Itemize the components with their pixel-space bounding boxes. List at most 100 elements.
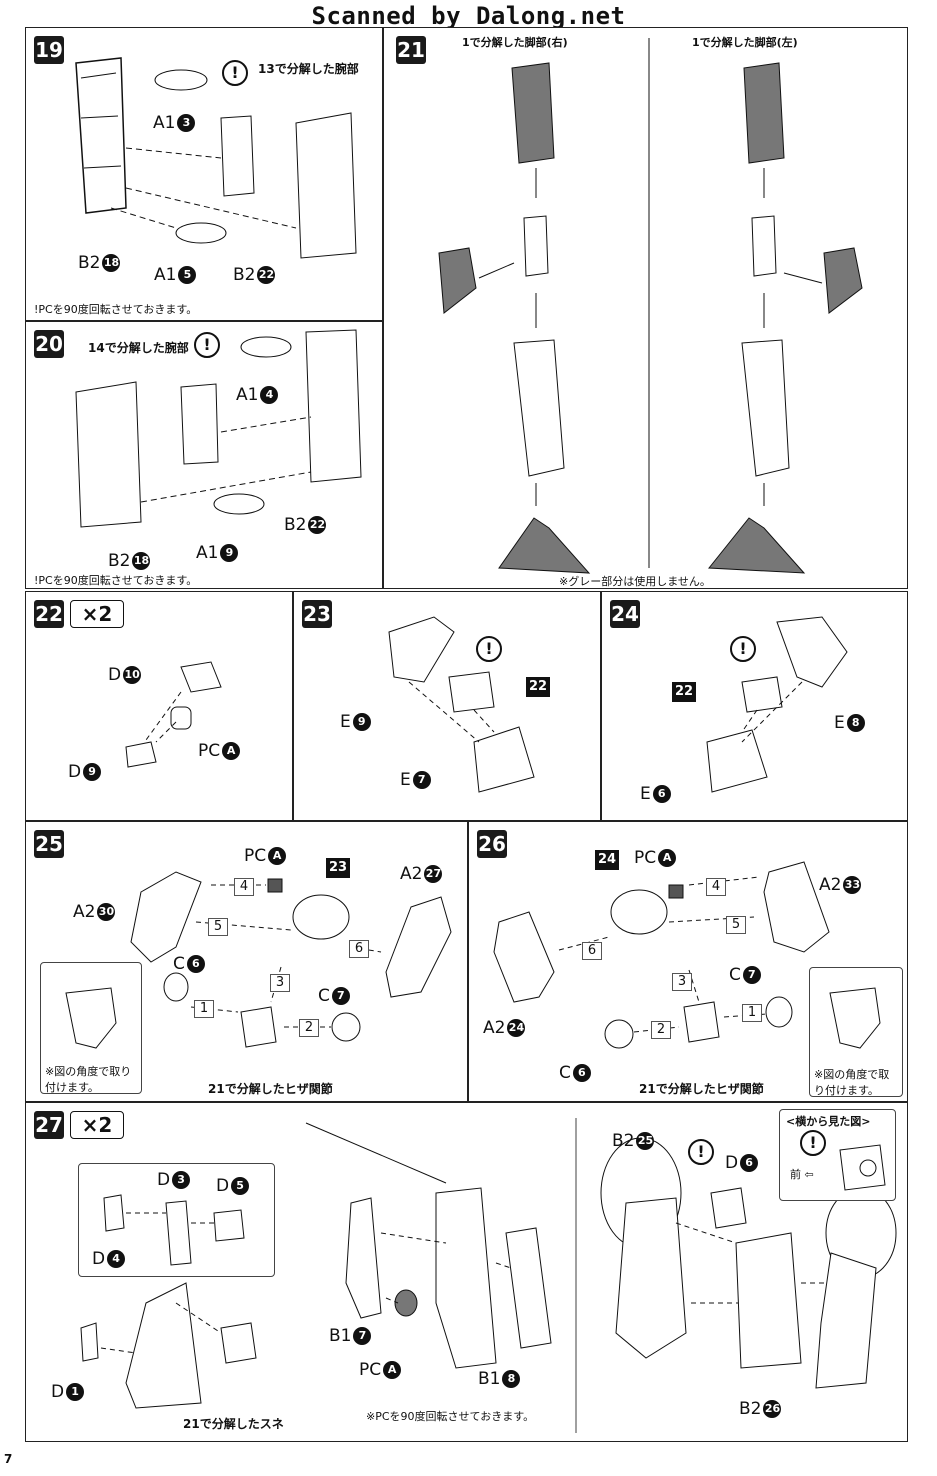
step-27-note: ※PCを90度回転させておきます。 (366, 1410, 535, 1423)
step-number: 25 (34, 830, 64, 858)
callout-text: 13で分解した腕部 (258, 62, 359, 76)
sequence-4: 4 (234, 878, 254, 896)
step-number: 26 (477, 830, 507, 858)
sequence-5: 5 (208, 918, 228, 936)
sequence-4: 4 (706, 878, 726, 896)
angle-detail-box: ※図の角度で取り付けます。 (809, 967, 903, 1097)
angle-detail-box: ※図の角度で取り付けます。 (40, 962, 142, 1094)
caution-icon: ! (222, 60, 248, 86)
step-19-illustration (75, 57, 357, 259)
sequence-1: 1 (742, 1004, 762, 1022)
right-leg-caption: 1で分解した脚部(左) (692, 36, 798, 49)
step-number: 20 (34, 330, 64, 358)
sequence-2: 2 (651, 1021, 671, 1039)
scanner-watermark: Scanned by Dalong.net (311, 2, 626, 30)
step-number: 27 (34, 1111, 64, 1139)
sequence-3: 3 (270, 974, 290, 992)
subassembly-tag: 22 (526, 677, 551, 697)
step-27-illustration (80, 1118, 897, 1433)
left-leg-caption: 1で分解した脚部(右) (462, 36, 568, 49)
sequence-1: 1 (194, 1000, 214, 1018)
step-21-illustration (438, 38, 863, 574)
sequence-2: 2 (299, 1019, 319, 1037)
sequence-3: 3 (672, 973, 692, 991)
step-21-note: ※グレー部分は使用しません。 (559, 575, 711, 588)
step-number: 23 (302, 600, 332, 628)
step-20-note: !PCを90度回転させておきます。 (34, 574, 198, 587)
caution-icon: ! (688, 1139, 714, 1165)
step-26-illustration (493, 861, 830, 1049)
step-21-panel: 21 1で分解した脚部(右) 1で分解した脚部(左) ※グレー部分は使用し (383, 27, 908, 589)
knee-joint-caption: 21で分解したヒザ関節 (208, 1082, 333, 1096)
side-view-box: <横から見た図> ! 前 ⇦ (779, 1109, 896, 1201)
caution-icon: ! (194, 332, 220, 358)
step-22-illustration (125, 661, 222, 768)
sequence-6: 6 (349, 940, 369, 958)
shin-caption: 21で分解したスネ (183, 1417, 284, 1431)
multiplier-badge: ×2 (70, 1111, 124, 1139)
step-19-note: !PCを90度回転させておきます。 (34, 303, 198, 316)
step-number: 22 (34, 600, 64, 628)
sequence-5: 5 (726, 916, 746, 934)
subassembly-tag: 24 (595, 850, 620, 870)
subassembly-tag: 22 (672, 682, 697, 702)
step-20-illustration (75, 329, 362, 528)
step-number: 21 (396, 36, 426, 64)
knee-joint-caption: 21で分解したヒザ関節 (639, 1082, 764, 1096)
step-number: 19 (34, 36, 64, 64)
page-number: 7 (4, 1452, 13, 1466)
caution-icon: ! (730, 636, 756, 662)
caution-icon: ! (476, 636, 502, 662)
subassembly-tag: 23 (326, 858, 351, 878)
caution-icon: ! (800, 1130, 826, 1156)
sequence-6: 6 (582, 942, 602, 960)
step-23-illustration (388, 616, 535, 793)
callout-arm: 14で分解した腕部 (88, 341, 189, 355)
step-24-illustration (706, 616, 848, 793)
multiplier-badge: ×2 (70, 600, 124, 628)
